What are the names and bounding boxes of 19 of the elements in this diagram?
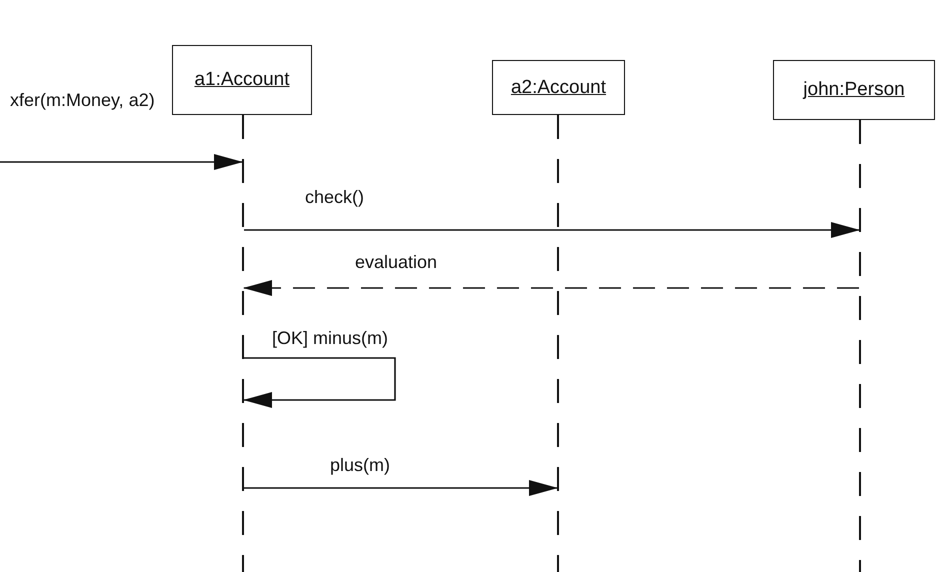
object-name: a1:Account (194, 69, 290, 91)
message-label: plus(m) (330, 455, 390, 476)
lifeline (242, 115, 244, 572)
object-box (773, 60, 935, 120)
return-arrow (243, 280, 859, 296)
message-label: check() (305, 187, 364, 208)
self-message-arrow (243, 357, 396, 408)
message-arrow (244, 222, 860, 238)
object-name: john:Person (803, 79, 905, 101)
object-box (492, 60, 625, 115)
message-label: evaluation (355, 252, 438, 273)
lifeline (557, 115, 559, 572)
message-arrow (244, 480, 558, 496)
message-arrow (0, 154, 243, 170)
object-box (172, 45, 312, 115)
message-label: [OK] minus(m) (272, 328, 388, 349)
object-name: a2:Account (510, 76, 606, 98)
lifeline (859, 120, 861, 572)
message-label: xfer(m:Money, a2) (10, 90, 155, 111)
